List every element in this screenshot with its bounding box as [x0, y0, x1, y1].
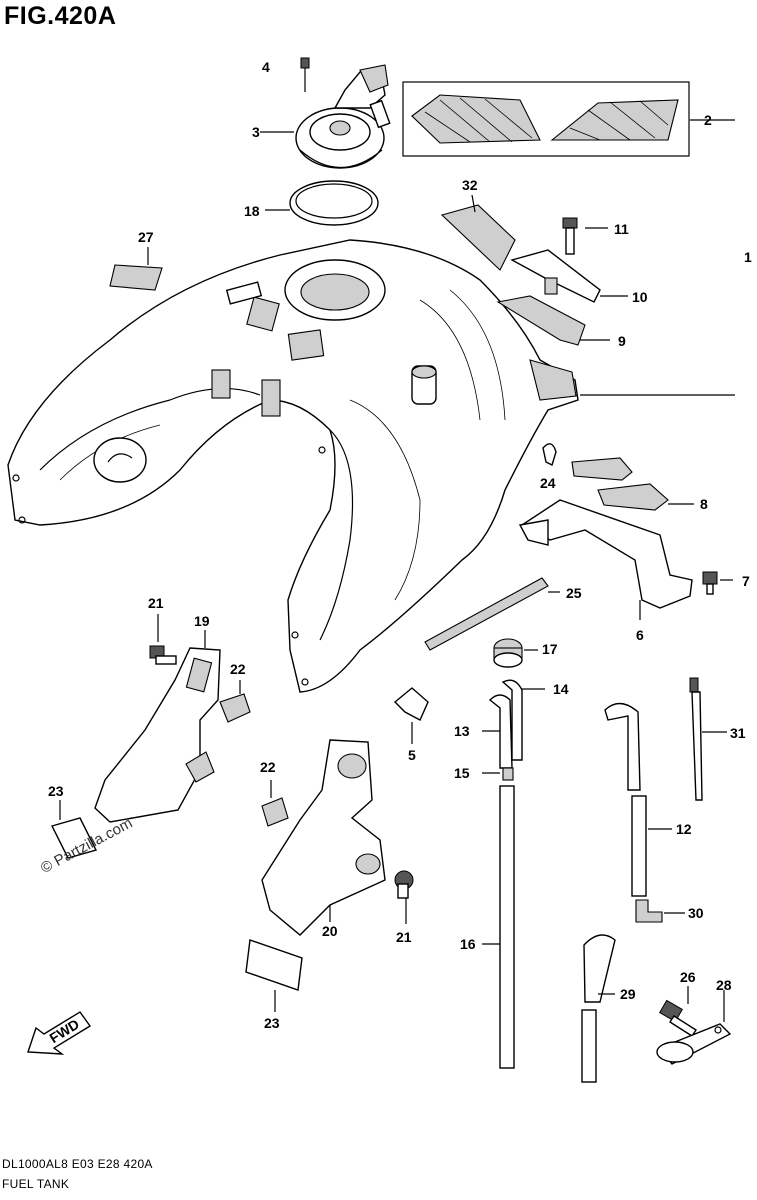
callout-25: 25 [566, 585, 582, 601]
callout-30: 30 [688, 905, 704, 921]
callout-23a: 23 [48, 783, 64, 799]
callout-4: 4 [262, 59, 270, 75]
callout-15: 15 [454, 765, 470, 781]
callout-23b: 23 [264, 1015, 280, 1031]
callout-9: 9 [618, 333, 626, 349]
callout-12: 12 [676, 821, 692, 837]
bracket-19 [94, 630, 221, 823]
bolt-21-a [149, 614, 177, 665]
callout-22a: 22 [230, 661, 246, 677]
callout-5: 5 [408, 747, 416, 763]
callout-21b: 21 [396, 929, 412, 945]
callout-28: 28 [716, 977, 732, 993]
callout-29: 29 [620, 986, 636, 1002]
part-25-strip [424, 577, 560, 651]
part-27-pad [109, 247, 163, 291]
callout-21a: 21 [148, 595, 164, 611]
hose-group-left [482, 679, 545, 1069]
fwd-arrow: FWD [27, 1011, 92, 1055]
figure-title: FIG.420A [4, 2, 117, 30]
bracket-20 [261, 739, 386, 936]
callout-16: 16 [460, 936, 476, 952]
part-18-gasket [265, 180, 379, 226]
part-1-fuel-tank [7, 239, 735, 693]
grommet-22-a [219, 680, 251, 723]
callout-6: 6 [636, 627, 644, 643]
footer-name: FUEL TANK [2, 1177, 70, 1191]
part-9-cushion [496, 295, 610, 346]
hose-group-right [581, 702, 685, 1083]
part-28-bracket [656, 990, 732, 1065]
callout-27: 27 [138, 229, 154, 245]
part-2-tank-pads [402, 81, 735, 157]
callout-11: 11 [614, 221, 629, 237]
callout-17: 17 [542, 641, 558, 657]
callout-8: 8 [700, 496, 708, 512]
part-5-clip [393, 687, 429, 744]
grommet-22-b [261, 780, 289, 827]
callout-20: 20 [322, 923, 338, 939]
bolt-21-b [394, 870, 414, 924]
part-17-grommet [493, 638, 538, 668]
part-6-bracket [518, 499, 693, 620]
part-11-bolt [562, 217, 608, 255]
callout-1: 1 [744, 249, 752, 265]
callout-31: 31 [730, 725, 746, 741]
callout-22b: 22 [260, 759, 276, 775]
part-3-fuel-cap [260, 57, 391, 169]
part-8-cushion [571, 457, 694, 511]
callouts: 4 3 2 18 32 27 11 1 10 9 24 8 7 25 21 19… [48, 59, 752, 1031]
callout-19: 19 [194, 613, 210, 629]
callout-2: 2 [704, 112, 712, 128]
pad-23-b [245, 939, 303, 1012]
callout-3: 3 [252, 124, 260, 140]
part-32-sheet [440, 194, 516, 271]
callout-26: 26 [680, 969, 696, 985]
callout-24: 24 [540, 475, 556, 491]
callout-32: 32 [462, 177, 478, 193]
callout-7: 7 [742, 573, 750, 589]
pad-23-a [50, 800, 98, 859]
part-10-bracket [510, 249, 628, 303]
callout-10: 10 [632, 289, 648, 305]
callout-14: 14 [553, 681, 569, 697]
footer-code: DL1000AL8 E03 E28 420A [2, 1157, 153, 1171]
part-31-tie [689, 677, 727, 801]
callout-18: 18 [244, 203, 260, 219]
part-26-bolt [659, 986, 697, 1037]
part-24-clip [542, 443, 557, 466]
part-7-bolt [702, 571, 733, 595]
callout-13: 13 [454, 723, 470, 739]
